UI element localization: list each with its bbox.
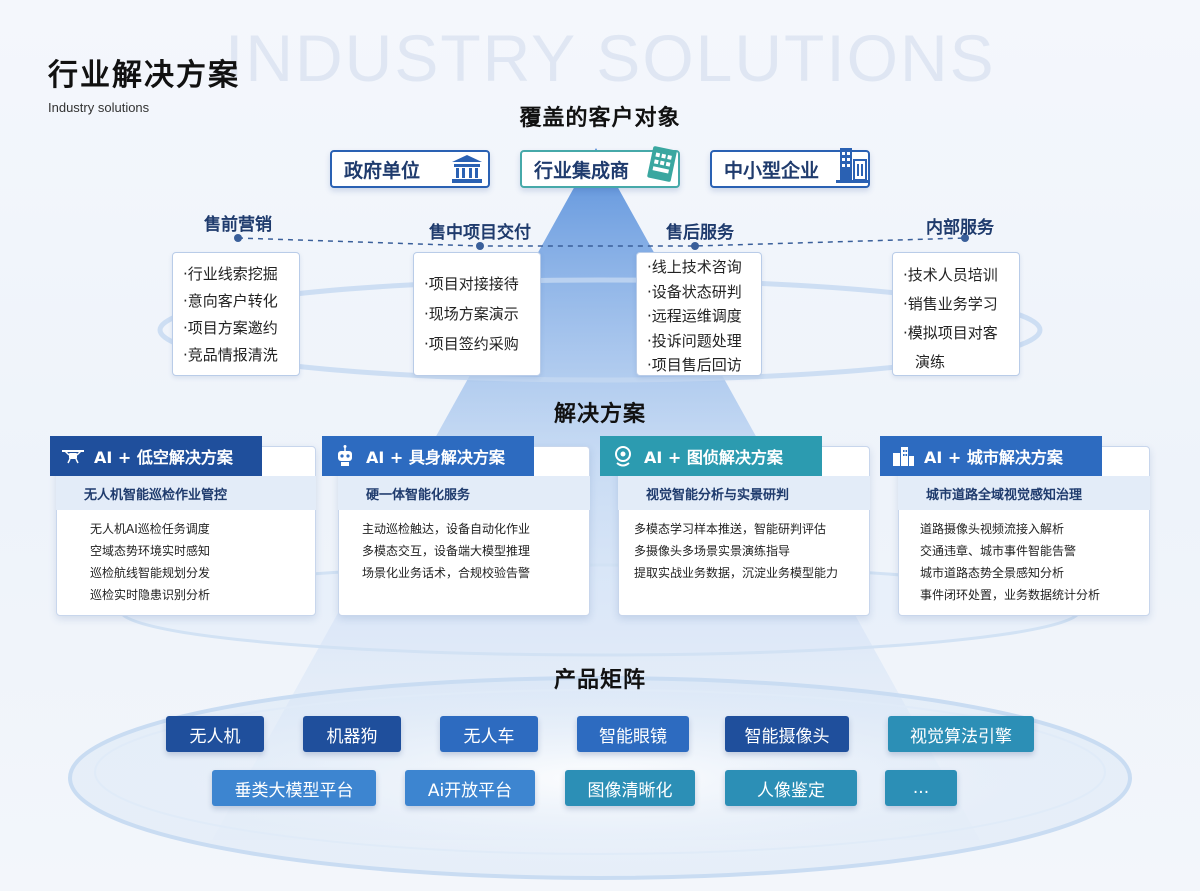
solution-line: 巡检航线智能规划分发 [90,566,211,580]
pyramid-shape [212,148,980,840]
customer-integrator: 行业集成商 [520,146,680,188]
solution-lines: 多模态学习样本推送，智能研判评估 多摄像头多场景实景演练指导 提取实战业务数据，… [634,518,838,584]
service-title-aftersales: 售后服务 [666,223,734,243]
service-title-internal: 内部服务 [926,218,994,238]
service-item: ·项目售后回访 [647,356,742,374]
connector-dot [691,242,699,250]
integrator-devices-icon [647,146,677,182]
service-item: ·项目签约采购 [424,335,519,353]
base-inner-ring [94,689,1106,855]
product-smart-camera: 智能摄像头 [725,716,849,752]
upper-ring [157,277,1043,383]
solution-lines: 道路摄像头视频流接入解析 交通违章、城市事件智能告警 城市道路态势全景感知分析 … [920,518,1100,606]
service-item: ·投诉问题处理 [647,331,742,350]
solution-line: 主动巡检触达，设备自动化作业 [362,522,531,536]
solution-header-label: AI + 城市解决方案 [924,448,1063,467]
service-item: ·线上技术咨询 [647,258,742,276]
service-item: ·模拟项目对客 [903,324,998,342]
solution-line: 交通违章、城市事件智能告警 [920,544,1077,558]
service-item: ·设备状态研判 [647,282,742,301]
product-drone: 无人机 [166,716,264,752]
watermark-text: INDUSTRY SOLUTIONS [225,21,996,95]
customer-label: 中小型企业 [724,159,820,182]
service-item: 演练 [915,353,946,371]
location-search-icon [615,446,631,467]
product-portrait-identification: 人像鉴定 [725,770,857,806]
solution-header-label: AI + 图侦解决方案 [644,448,783,467]
service-item: ·销售业务学习 [903,295,998,313]
product-smart-glasses: 智能眼镜 [577,716,689,752]
solution-line: 道路摄像头视频流接入解析 [920,522,1065,536]
solution-subtitle: 城市道路全域视觉感知治理 [898,476,1150,510]
service-box-internal: ·技术人员培训 ·销售业务学习 ·模拟项目对客 演练 [892,252,1020,376]
product-vertical-llm-platform: 垂类大模型平台 [212,770,376,806]
product-image-enhancement: 图像清晰化 [565,770,695,806]
solution-lines: 主动巡检触达，设备自动化作业 多模态交互，设备端大模型推理 场景化业务话术，合规… [362,518,530,584]
solution-header: AI + 具身解决方案 [322,436,534,476]
page-subtitle: Industry solutions [48,100,150,115]
solution-header: AI + 低空解决方案 [50,436,262,476]
service-box-presales: ·行业线索挖掘 ·意向客户转化 ·项目方案邀约 ·竞品情报清洗 [172,252,300,376]
solution-line: 空域态势环境实时感知 [90,544,211,558]
service-title-delivery: 售中项目交付 [429,223,531,243]
service-item: ·远程运维调度 [647,307,742,325]
solution-lines: 无人机AI巡检任务调度 空域态势环境实时感知 巡检航线智能规划分发 巡检实时隐患… [90,518,210,606]
solution-header: AI + 图侦解决方案 [600,436,822,476]
solution-header-label: AI + 具身解决方案 [366,448,505,467]
service-item: ·竞品情报清洗 [183,346,278,364]
service-item: ·意向客户转化 [183,292,278,310]
solution-line: 无人机AI巡检任务调度 [90,522,210,536]
connector-dot [476,242,484,250]
solution-subtitle: 无人机智能巡检作业管控 [56,476,316,510]
customers-title: 覆盖的客户对象 [519,106,681,131]
solution-line: 城市道路态势全景感知分析 [920,566,1065,580]
solution-header: AI + 城市解决方案 [880,436,1102,476]
solution-line: 提取实战业务数据，沉淀业务模型能力 [634,566,839,580]
connector-dot [234,234,242,242]
service-item: ·项目对接接待 [424,275,519,293]
service-item: ·技术人员培训 [903,266,998,284]
drone-icon [62,450,84,464]
solution-line: 多模态学习样本推送，智能研判评估 [634,522,827,536]
service-dashed-connector [237,237,966,247]
customer-label: 政府单位 [344,159,421,182]
solutions-title: 解决方案 [553,402,646,427]
city-buildings-icon [893,447,914,466]
product-ai-open-platform: Ai开放平台 [405,770,535,806]
government-building-icon [452,155,482,183]
service-item: ·项目方案邀约 [183,319,278,337]
robot-icon [338,445,352,466]
customer-government: 政府单位 [330,150,490,188]
customer-label: 行业集成商 [534,159,630,182]
product-unmanned-vehicle: 无人车 [440,716,538,752]
customer-sme: 中小型企业 [710,148,870,188]
solution-header-label: AI + 低空解决方案 [94,448,233,467]
solution-line: 多模态交互，设备端大模型推理 [362,544,531,558]
solution-line: 事件闭环处置，业务数据统计分析 [920,588,1101,602]
products-title: 产品矩阵 [553,668,646,693]
solution-line: 多摄像头多场景实景演练指导 [634,544,791,558]
connector-dot [961,234,969,242]
service-box-aftersales: ·线上技术咨询 ·设备状态研判 ·远程运维调度 ·投诉问题处理 ·项目售后回访 [636,252,762,376]
solution-subtitle: 视觉智能分析与实景研判 [618,476,870,510]
product-more: ... [885,770,957,806]
service-box-delivery: ·项目对接接待 ·现场方案演示 ·项目签约采购 [413,252,541,376]
page-title: 行业解决方案 [48,58,240,93]
product-vision-engine: 视觉算法引擎 [888,716,1034,752]
office-buildings-icon [836,148,870,183]
service-item: ·现场方案演示 [424,305,519,323]
service-item: ·行业线索挖掘 [183,265,278,283]
solution-line: 场景化业务话术，合规校验告警 [362,566,531,580]
solution-line: 巡检实时隐患识别分析 [90,588,211,602]
solution-subtitle: 硬一体智能化服务 [338,476,590,510]
product-robot-dog: 机器狗 [303,716,401,752]
service-title-presales: 售前营销 [204,215,272,235]
